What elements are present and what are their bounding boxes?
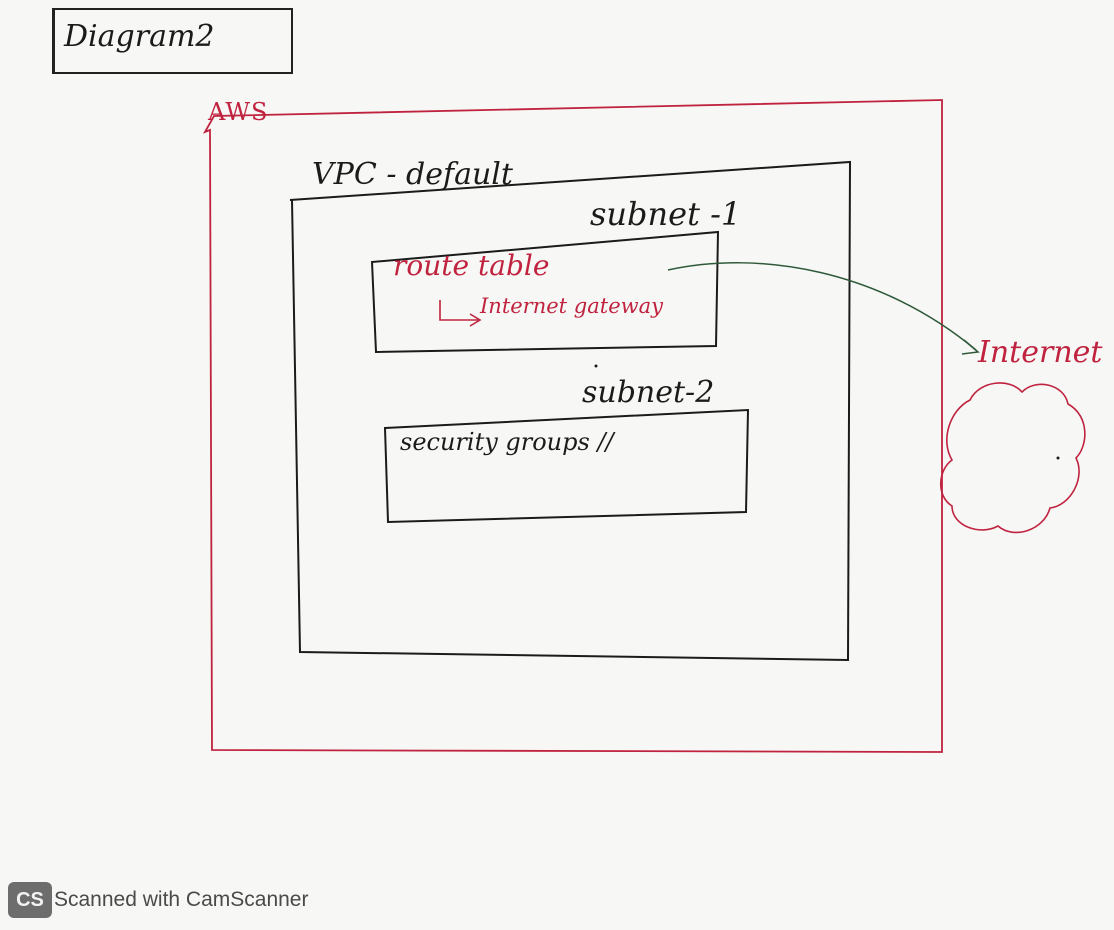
aws-box bbox=[202, 99, 943, 753]
camscanner-watermark: CS Scanned with CamScanner bbox=[8, 878, 308, 922]
vpc-label: VPC - default bbox=[312, 157, 513, 192]
security-groups-label: security groups // bbox=[400, 428, 614, 456]
subnet2-label: subnet-2 bbox=[582, 375, 715, 410]
connection-arrow-icon bbox=[667, 262, 977, 351]
watermark-text: Scanned with CamScanner bbox=[54, 888, 309, 911]
subnet2-box bbox=[383, 408, 750, 524]
subnet1-label: subnet -1 bbox=[590, 195, 742, 233]
vpc-box bbox=[289, 160, 852, 662]
internet-gateway-label: Internet gateway bbox=[480, 294, 663, 318]
diagram-title-box bbox=[52, 8, 293, 74]
internet-cloud-icon bbox=[939, 382, 1086, 534]
internet-label: Internet bbox=[978, 335, 1103, 370]
route-table-label: route table bbox=[393, 249, 550, 282]
subnet1-box bbox=[370, 230, 720, 354]
diagram-title: Diagram2 bbox=[64, 19, 215, 54]
camscanner-logo-icon: CS bbox=[8, 882, 52, 918]
aws-label: AWS bbox=[208, 98, 269, 126]
route-to-gateway-arrow bbox=[439, 300, 482, 327]
